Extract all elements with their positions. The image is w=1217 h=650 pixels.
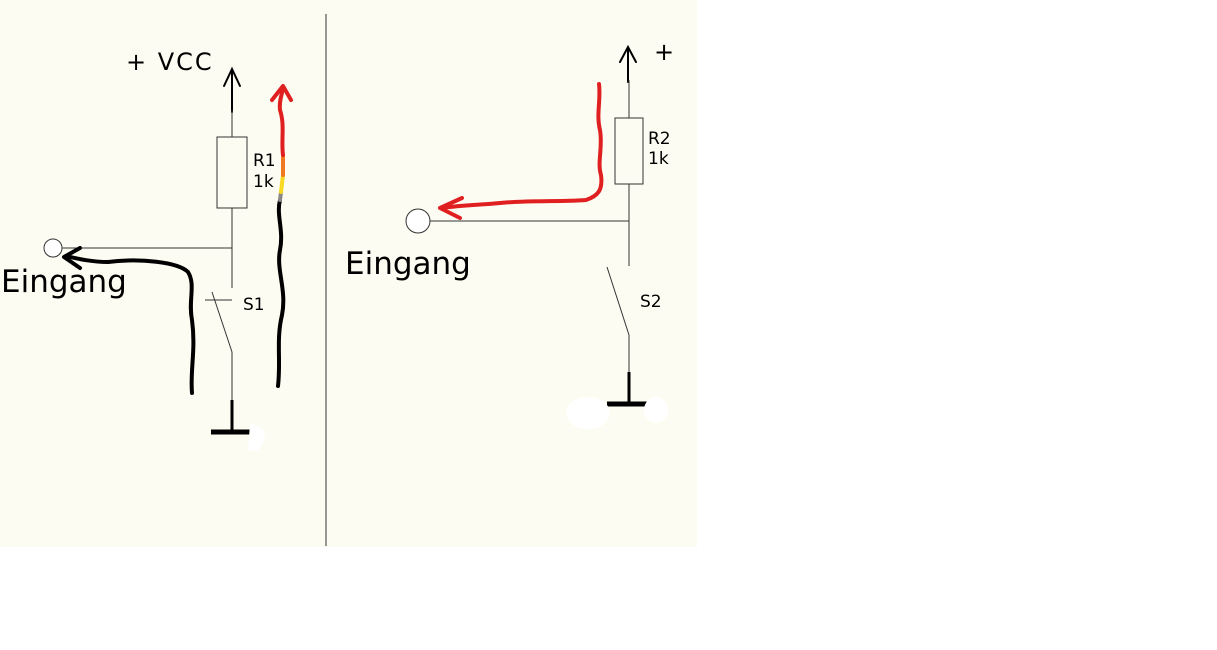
vcc-arrow-icon xyxy=(223,66,241,113)
current-path-black-input xyxy=(64,254,196,395)
current-arrowhead-red-icon xyxy=(270,84,293,102)
switch-s2-label: S2 xyxy=(640,292,662,312)
input-label: Eingang xyxy=(345,246,471,282)
supply-arrow-icon xyxy=(619,44,637,83)
resistor-r2-value: 1k xyxy=(648,149,669,169)
input-label: Eingang xyxy=(1,264,127,300)
current-arrowhead-icon xyxy=(62,246,82,270)
input-terminal xyxy=(405,208,431,234)
marker-yellow xyxy=(279,173,285,194)
eraser-smudge xyxy=(644,397,668,423)
resistor-r1-name: R1 xyxy=(253,151,276,171)
supply-label: + xyxy=(654,38,676,66)
eraser-smudge xyxy=(248,424,265,452)
diagram-panel xyxy=(0,0,697,547)
eraser-smudge xyxy=(566,397,610,429)
resistor-r1-value: 1k xyxy=(253,172,274,192)
left-circuit: + VCC R1 1k Eingang S1 xyxy=(1,48,293,452)
switch-s1-blade xyxy=(211,291,233,353)
current-path-black-resistor xyxy=(276,198,286,388)
resistor-r2-name: R2 xyxy=(648,129,671,149)
input-terminal xyxy=(43,238,63,258)
current-arrowhead-red-icon xyxy=(438,196,464,220)
right-circuit: + R2 1k Eingang S2 xyxy=(345,38,676,429)
switch-s2-blade xyxy=(606,266,630,336)
switch-s1-label: S1 xyxy=(243,295,265,315)
current-path-red-right xyxy=(440,82,604,210)
vcc-label: + VCC xyxy=(126,48,214,76)
current-path-red-left xyxy=(277,86,285,157)
